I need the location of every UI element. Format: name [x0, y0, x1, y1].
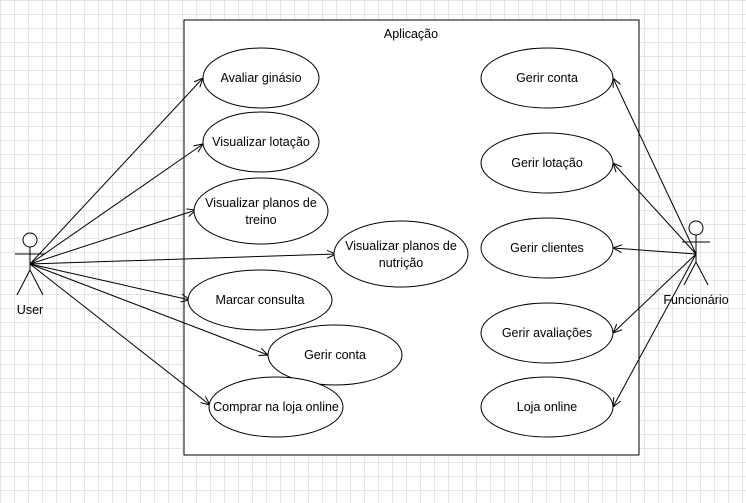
use-case-gerir-conta-user[interactable]: Gerir conta [267, 324, 403, 386]
use-case-marcar-consulta[interactable]: Marcar consulta [187, 269, 333, 331]
use-case-visualizar-lotacao[interactable]: Visualizar lotação [202, 111, 320, 173]
actor-funcionario-label: Funcionário [663, 293, 728, 307]
use-case-label-line-1: Visualizar planos de [345, 239, 457, 253]
actor-user-leg-right [29, 269, 44, 296]
use-case-label: Visualizar lotação [212, 135, 310, 149]
actor-user[interactable]: User [15, 232, 45, 317]
association-user-gerir-conta [29, 263, 268, 355]
actor-funcionario-head [688, 220, 704, 236]
use-case-label: Loja online [517, 400, 578, 414]
use-case-gerir-avaliacoes[interactable]: Gerir avaliações [480, 302, 614, 364]
actor-funcionario-leg-right [695, 261, 709, 286]
actor-funcionario[interactable]: Funcionário [663, 220, 729, 307]
use-case-label-line-2: nutrição [379, 256, 424, 270]
use-case-label: Gerir conta [516, 71, 578, 85]
user-associations [29, 78, 336, 405]
association-funcionario-gerir-lotacao [613, 163, 697, 255]
use-case-gerir-conta-funcionario[interactable]: Gerir conta [480, 47, 614, 109]
use-case-avaliar-ginasio[interactable]: Avaliar ginásio [202, 47, 320, 109]
use-case-label: Comprar na loja online [213, 400, 339, 414]
use-case-label: Gerir avaliações [502, 326, 592, 340]
association-user-visualizar-planos-nutricao [29, 254, 336, 265]
association-user-visualizar-lotacao [29, 144, 203, 265]
use-case-label: Gerir lotação [511, 156, 583, 170]
actor-user-head [22, 232, 38, 248]
association-funcionario-loja-online [613, 253, 697, 407]
association-funcionario-gerir-conta [613, 78, 697, 255]
use-case-gerir-clientes[interactable]: Gerir clientes [480, 217, 614, 279]
association-user-avaliar-ginasio [29, 78, 203, 265]
use-case-label-line-1: Visualizar planos de [205, 196, 317, 210]
use-case-label: Marcar consulta [216, 293, 305, 307]
association-funcionario-gerir-clientes [613, 248, 697, 255]
actor-funcionario-leg-left [683, 261, 697, 286]
use-case-label: Gerir conta [304, 348, 366, 362]
association-user-comprar-loja-online [29, 263, 210, 405]
association-user-marcar-consulta [29, 263, 190, 300]
association-user-visualizar-planos-treino [29, 210, 196, 265]
use-case-loja-online[interactable]: Loja online [480, 376, 614, 438]
use-case-label: Avaliar ginásio [220, 71, 301, 85]
actor-user-leg-left [16, 269, 31, 296]
actor-user-label: User [17, 303, 43, 317]
use-case-comprar-loja-online[interactable]: Comprar na loja online [208, 376, 344, 438]
system-title: Aplicação [384, 27, 438, 41]
funcionario-associations [613, 78, 697, 407]
use-case-visualizar-planos-nutricao[interactable]: Visualizar planos de nutrição [333, 220, 469, 288]
association-funcionario-gerir-avaliacoes [613, 253, 697, 333]
use-case-label-line-2: treino [245, 213, 276, 227]
use-case-visualizar-planos-treino[interactable]: Visualizar planos de treino [193, 177, 329, 245]
use-case-label: Gerir clientes [510, 241, 584, 255]
use-case-gerir-lotacao[interactable]: Gerir lotação [480, 132, 614, 194]
